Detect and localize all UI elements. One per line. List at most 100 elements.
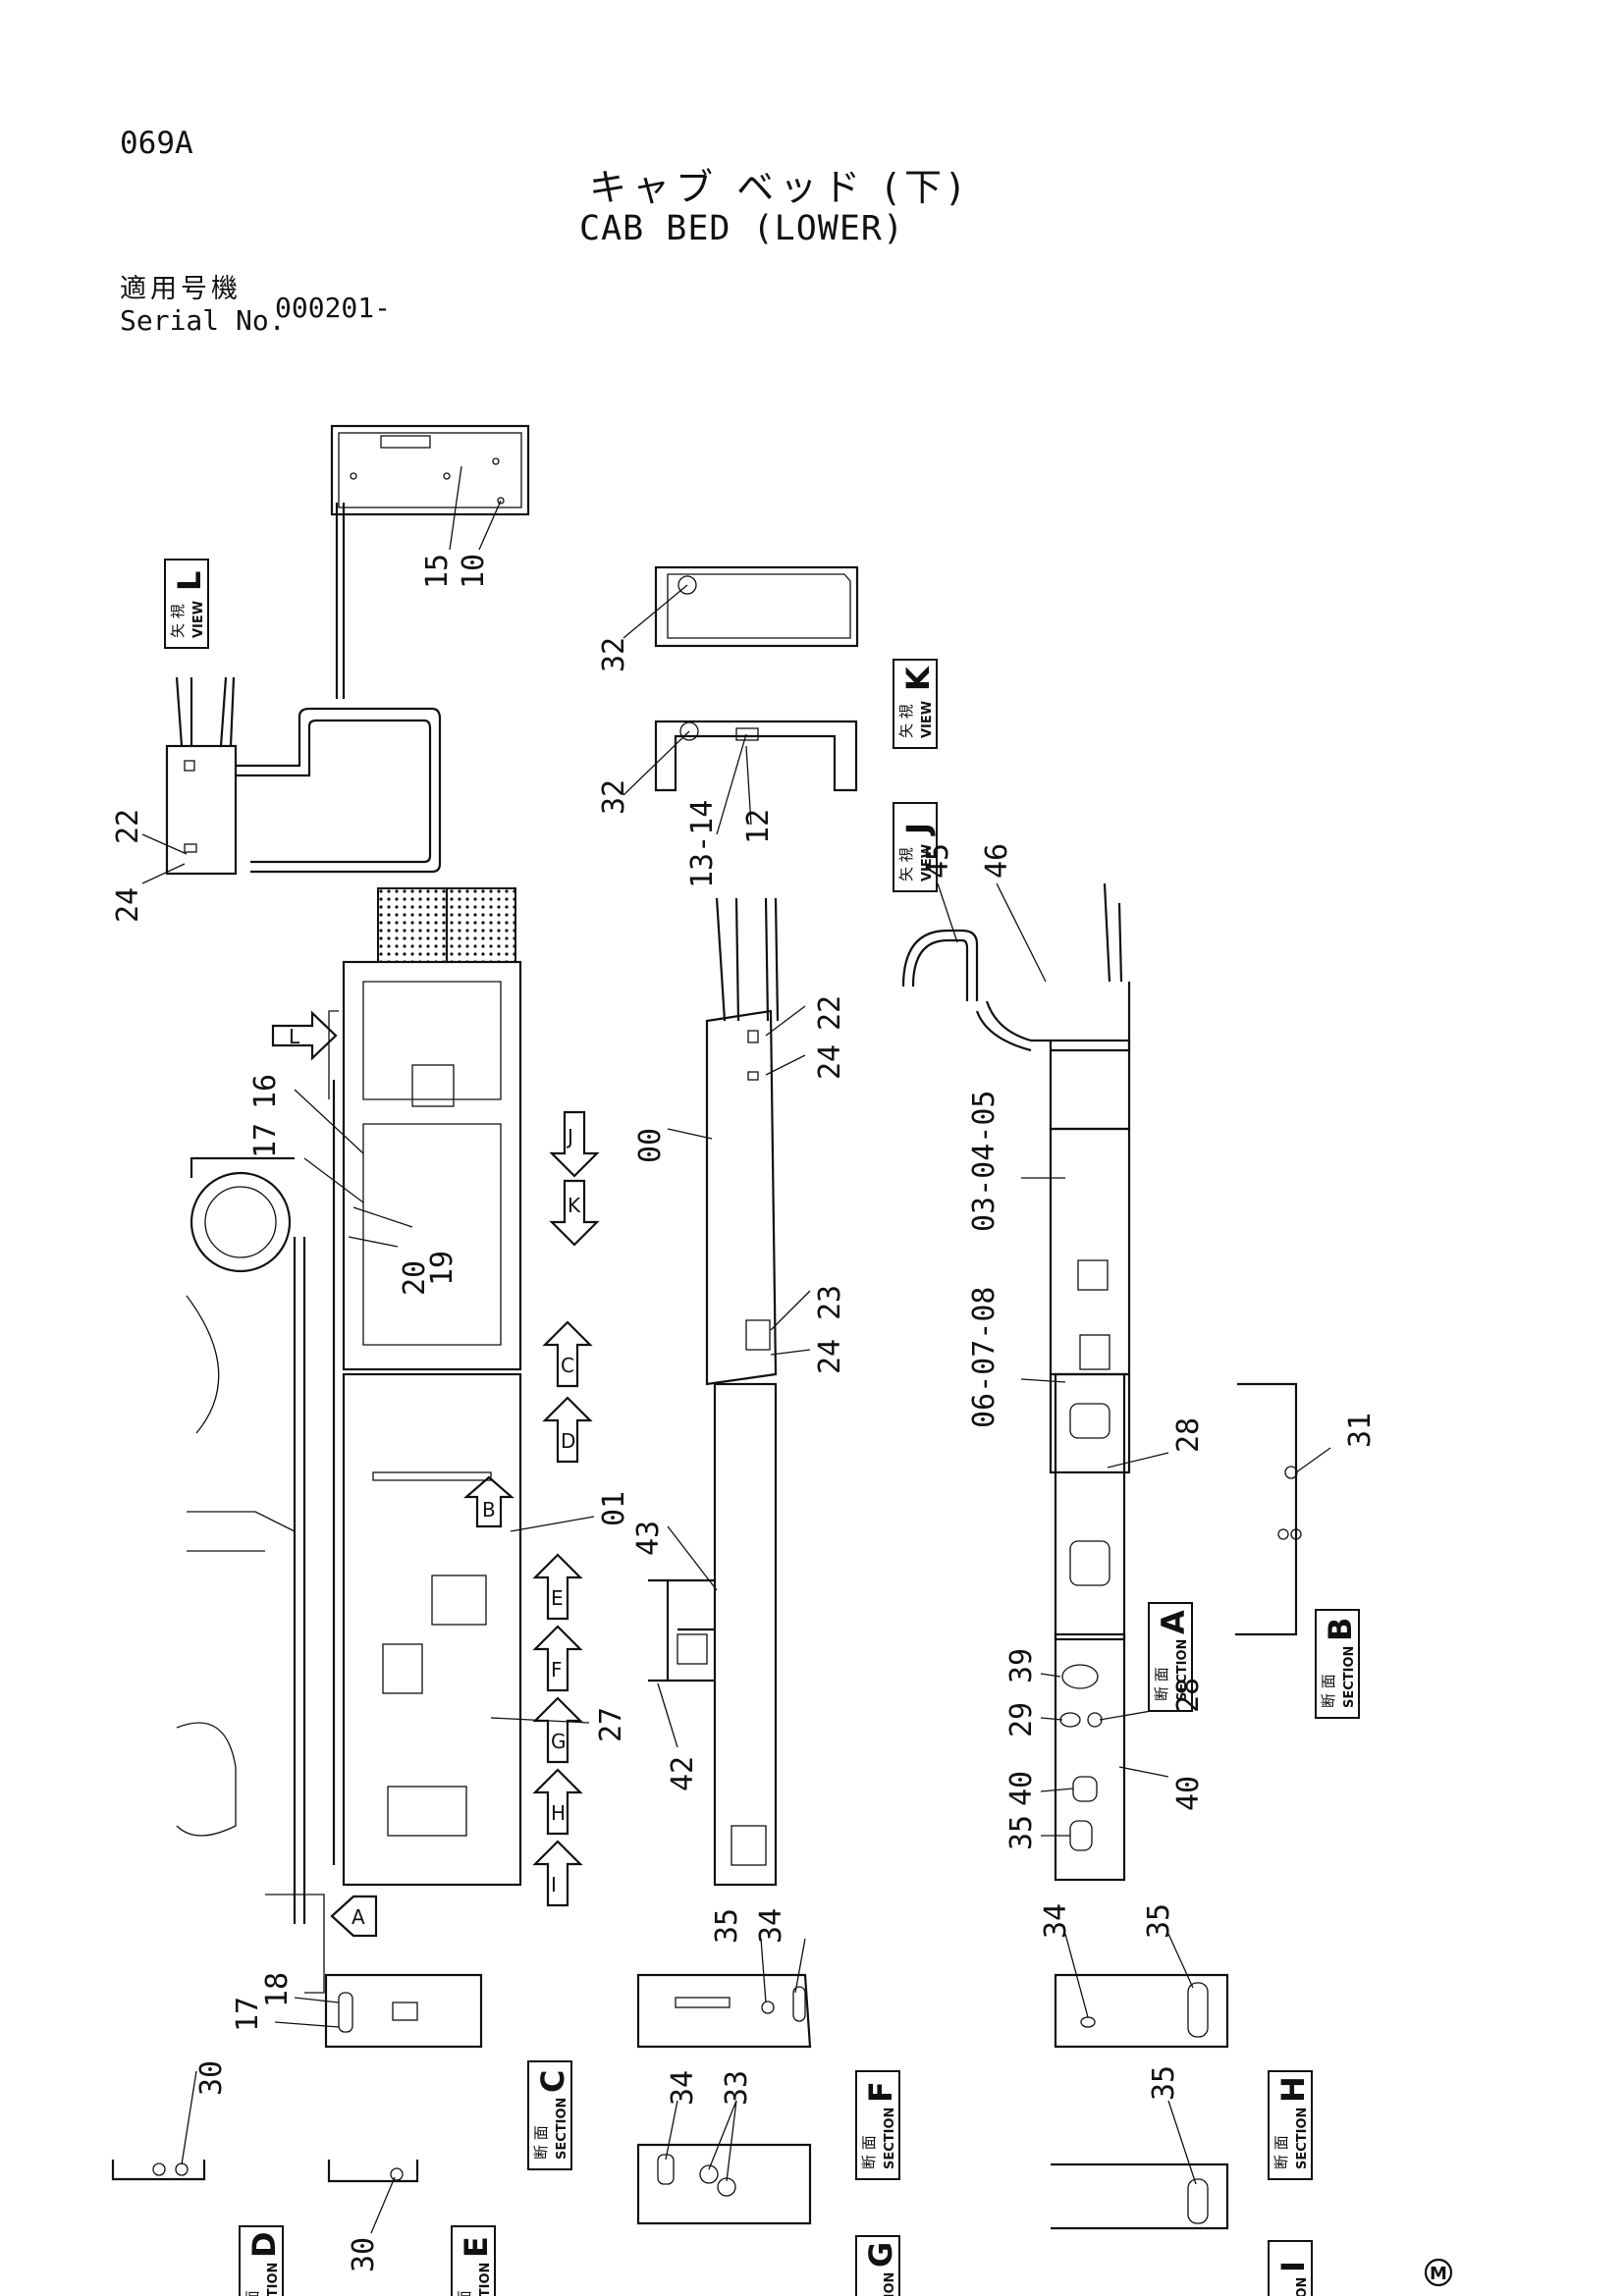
callout-15: 15 bbox=[420, 554, 455, 589]
callout-42: 42 bbox=[666, 1756, 700, 1791]
serial-label-japanese: 適用号機 bbox=[120, 274, 242, 304]
arrow-section-h bbox=[532, 1768, 583, 1836]
section-e-tag: 断 面 SECTION E bbox=[451, 2225, 496, 2296]
callout-32-view-k: 32 bbox=[597, 637, 631, 672]
serial-number-value: 000201- bbox=[275, 292, 392, 324]
view-j-tag: 矢 視 VIEW J bbox=[893, 802, 938, 892]
view-l-tag-en: VIEW bbox=[191, 601, 206, 638]
callout-22-rail: 22 bbox=[813, 995, 847, 1031]
callout-30-section-d: 30 bbox=[194, 2060, 229, 2096]
callout-28-lower: 28 bbox=[1171, 1678, 1206, 1713]
arrow-letter-i: I bbox=[551, 1873, 557, 1896]
view-l-panel-drawing bbox=[330, 424, 530, 699]
section-d-tag-en: SECTION bbox=[266, 2263, 281, 2296]
view-l-letter: L bbox=[171, 571, 208, 591]
section-h-tag-en: SECTION bbox=[1295, 2108, 1310, 2169]
section-f-tag-jp: 断 面 bbox=[860, 2135, 878, 2169]
view-j-letter: J bbox=[899, 823, 937, 836]
section-f-tag-en: SECTION bbox=[883, 2108, 897, 2169]
section-e-tag-jp: 断 面 bbox=[456, 2290, 473, 2296]
arrow-letter-h: H bbox=[551, 1801, 566, 1825]
view-j-tag-en: VIEW bbox=[920, 844, 935, 881]
arrow-letter-b: B bbox=[482, 1498, 496, 1522]
serial-label-english: Serial No. bbox=[120, 304, 286, 337]
callout-13-14: 13-14 bbox=[685, 800, 720, 888]
section-h-letter: H bbox=[1274, 2076, 1312, 2103]
section-g-drawing bbox=[636, 2143, 812, 2225]
section-b-drawing bbox=[1235, 1382, 1302, 1636]
callout-32-view-j: 32 bbox=[597, 779, 631, 815]
callout-19: 19 bbox=[425, 1251, 460, 1286]
right-rail-drawing bbox=[901, 882, 1131, 1882]
section-h-tag: 断 面 SECTION H bbox=[1268, 2070, 1313, 2180]
callout-34-section-g: 34 bbox=[666, 2070, 700, 2106]
section-e-drawing bbox=[327, 2160, 419, 2183]
callout-16: 16 bbox=[248, 1074, 283, 1109]
arrow-view-l bbox=[271, 1010, 338, 1061]
arrow-section-g bbox=[532, 1696, 583, 1764]
arrow-view-k bbox=[549, 1179, 600, 1247]
arrow-view-j bbox=[549, 1110, 600, 1178]
callout-45: 45 bbox=[921, 843, 955, 879]
arrow-letter-a: A bbox=[352, 1905, 365, 1929]
arrow-section-a bbox=[330, 1895, 378, 1938]
view-k-tag-en: VIEW bbox=[920, 701, 935, 738]
callout-35-rail: 35 bbox=[1004, 1815, 1039, 1850]
section-e-tag-en: SECTION bbox=[478, 2263, 493, 2296]
callout-35-section-f: 35 bbox=[710, 1908, 744, 1944]
callout-17-main: 17 bbox=[248, 1123, 283, 1158]
middle-rail-drawing bbox=[648, 897, 780, 1887]
callout-17-section-c: 17 bbox=[231, 1997, 265, 2032]
callout-27: 27 bbox=[594, 1707, 628, 1742]
section-a-tag-jp: 断 面 bbox=[1153, 1667, 1170, 1701]
main-assembly-drawing bbox=[176, 887, 522, 1994]
view-j-drawing bbox=[654, 720, 858, 792]
arrow-letter-f: F bbox=[551, 1658, 563, 1682]
section-d-drawing bbox=[111, 2160, 206, 2181]
arrow-section-i bbox=[532, 1840, 583, 1907]
arrow-letter-d: D bbox=[561, 1429, 575, 1453]
callout-28-upper: 28 bbox=[1171, 1417, 1206, 1453]
section-g-tag: 断 面 SECTION G bbox=[855, 2235, 900, 2296]
section-g-letter: G bbox=[862, 2242, 899, 2268]
callout-12: 12 bbox=[741, 809, 776, 844]
section-c-tag-en: SECTION bbox=[555, 2098, 569, 2160]
arrow-section-f bbox=[532, 1625, 583, 1692]
callout-39: 39 bbox=[1004, 1648, 1039, 1683]
callout-30-section-e: 30 bbox=[347, 2237, 381, 2272]
callout-20: 20 bbox=[398, 1260, 432, 1296]
arrow-letter-l: L bbox=[289, 1025, 300, 1048]
callout-numbers: 15 10 32 32 13-14 12 22 24 45 46 16 17 1… bbox=[111, 554, 1378, 2272]
section-b-tag-jp: 断 面 bbox=[1320, 1674, 1337, 1708]
title-english: CAB BED (LOWER) bbox=[579, 209, 905, 248]
callout-43: 43 bbox=[631, 1521, 666, 1556]
section-h-drawing bbox=[1054, 1973, 1229, 2049]
arrow-letter-j: J bbox=[566, 1125, 573, 1148]
arrow-letter-e: E bbox=[551, 1586, 564, 1610]
callout-24-rail: 24 bbox=[813, 1044, 847, 1080]
callout-23: 23 bbox=[813, 1285, 847, 1320]
circled-m-mark: M bbox=[1424, 2258, 1453, 2287]
callout-24-view-l: 24 bbox=[111, 887, 145, 923]
arrow-section-d bbox=[542, 1396, 593, 1464]
callout-46: 46 bbox=[980, 843, 1014, 879]
callout-06-07-08: 06-07-08 bbox=[967, 1287, 1001, 1429]
callout-40-right: 40 bbox=[1171, 1776, 1206, 1811]
section-c-tag-jp: 断 面 bbox=[532, 2125, 550, 2160]
section-b-letter: B bbox=[1322, 1618, 1359, 1641]
view-k-drawing bbox=[654, 565, 859, 648]
callout-34-section-h: 34 bbox=[1039, 1903, 1073, 1939]
section-a-letter: A bbox=[1155, 1610, 1192, 1634]
section-i-letter: I bbox=[1274, 2261, 1312, 2272]
section-a-tag: 断 面 SECTION A bbox=[1148, 1602, 1193, 1712]
callout-33: 33 bbox=[720, 2070, 754, 2106]
section-f-letter: F bbox=[862, 2081, 899, 2103]
section-b-tag-en: SECTION bbox=[1342, 1646, 1357, 1708]
callout-40-left: 40 bbox=[1004, 1771, 1039, 1806]
title-japanese: キャブ ベッド (下) bbox=[589, 166, 968, 209]
section-i-tag: 断 面 SECTION I bbox=[1268, 2240, 1313, 2296]
callout-34-section-f: 34 bbox=[754, 1908, 788, 1944]
callout-18: 18 bbox=[260, 1972, 295, 2007]
arrow-letter-g: G bbox=[551, 1730, 567, 1753]
